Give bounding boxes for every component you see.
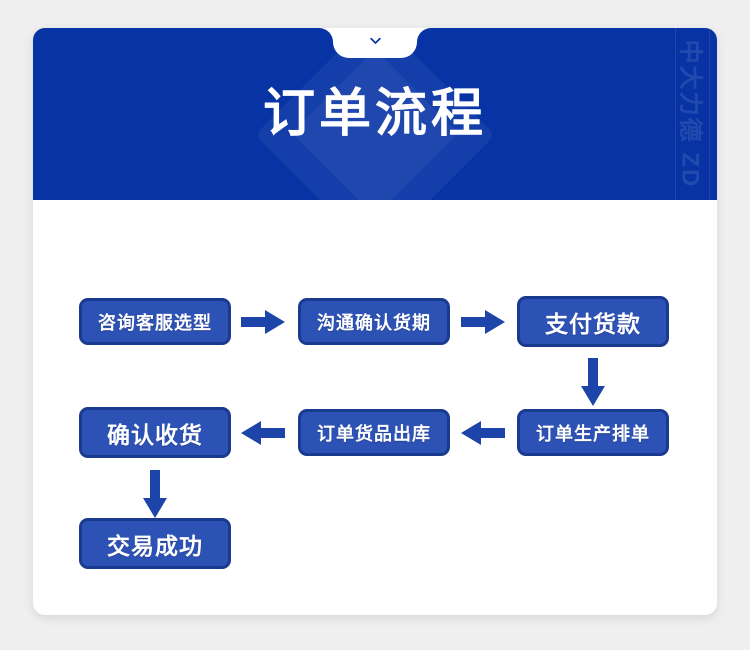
flow-node-goods-outbound[interactable]: 订单货品出库 <box>298 409 450 456</box>
arrow-right-1 <box>241 310 285 334</box>
flow-node-consult-service[interactable]: 咨询客服选型 <box>79 298 231 345</box>
page-title: 订单流程 <box>262 85 487 143</box>
flow-node-confirm-delivery-date[interactable]: 沟通确认货期 <box>298 298 450 345</box>
flow-node-production-schedule[interactable]: 订单生产排单 <box>517 409 669 456</box>
watermark-line-left <box>675 28 676 200</box>
notch-corner-left <box>319 28 333 42</box>
arrow-left-2 <box>241 421 285 445</box>
watermark-line-right <box>709 28 710 200</box>
flowchart: 咨询客服选型 沟通确认货期 支付货款 订单生产排单 订单货品出库 <box>33 200 717 615</box>
notch-corner-right <box>417 28 431 42</box>
arrow-down-2 <box>143 470 167 518</box>
order-process-card: 中大力德 ZD 订单流程 咨询客服选型 沟通确认货期 支付货款 <box>33 28 717 615</box>
chevron-down-icon <box>369 37 381 44</box>
flow-node-transaction-success[interactable]: 交易成功 <box>79 518 231 569</box>
arrow-right-2 <box>461 310 505 334</box>
brand-watermark: 中大力德 ZD <box>669 28 717 200</box>
arrow-down-1 <box>581 358 605 406</box>
arrow-left-1 <box>461 421 505 445</box>
card-header-banner: 中大力德 ZD 订单流程 <box>33 28 717 200</box>
flow-node-confirm-receipt[interactable]: 确认收货 <box>79 407 231 458</box>
collapse-tab[interactable] <box>333 28 417 58</box>
flow-node-payment[interactable]: 支付货款 <box>517 296 669 347</box>
